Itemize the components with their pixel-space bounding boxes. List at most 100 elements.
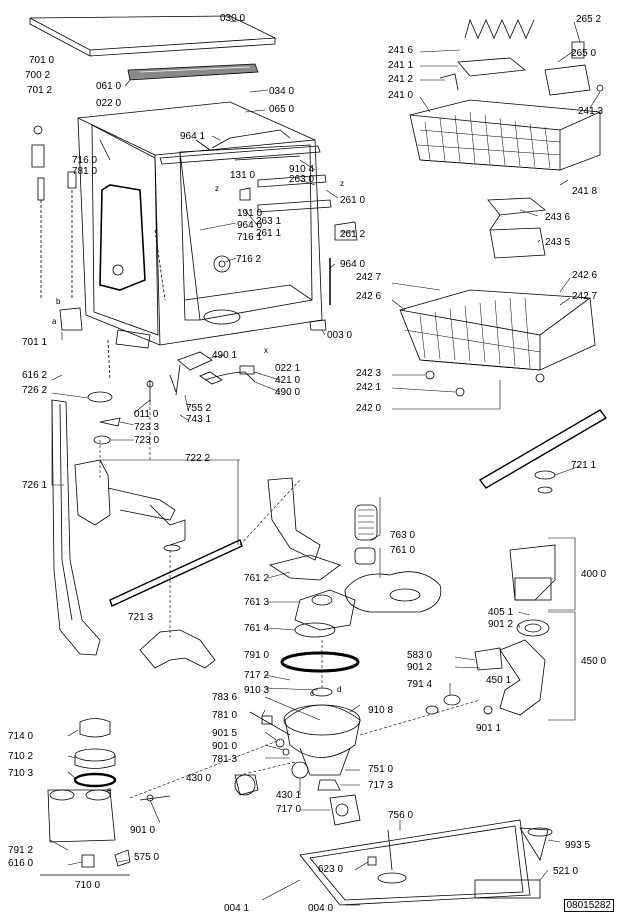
part-label-241-0: 241 0: [388, 90, 414, 101]
part-label-723-0: 723 0: [134, 435, 160, 446]
part-label-030-0: 030 0: [220, 13, 246, 24]
part-label-575-0: 575 0: [134, 852, 160, 863]
part-label-721-3: 721 3: [128, 612, 154, 623]
callout-z-1: z: [215, 184, 219, 193]
part-label-243-6: 243 6: [545, 212, 571, 223]
part-label-616-2: 616 2: [22, 370, 48, 381]
part-label-490-0: 490 0: [275, 387, 301, 398]
part-label-722-2: 722 2: [185, 453, 211, 464]
part-label-901-2-b: 901 2: [407, 662, 433, 673]
part-label-761-0: 761 0: [390, 545, 416, 556]
part-label-761-2: 761 2: [244, 573, 270, 584]
part-label-242-1: 242 1: [356, 382, 382, 393]
part-label-616-0: 616 0: [8, 858, 34, 869]
part-label-004-0: 004 0: [308, 903, 334, 914]
part-label-242-6-a: 242 6: [572, 270, 598, 281]
part-label-791-4: 791 4: [407, 679, 433, 690]
part-label-450-1: 450 1: [486, 675, 512, 686]
callout-c: c: [310, 689, 314, 698]
part-label-261-0: 261 0: [340, 195, 366, 206]
callout-d: d: [337, 685, 342, 694]
part-label-781-0-b: 781 0: [212, 710, 238, 721]
callout-z-2: z: [340, 179, 344, 188]
part-label-901-0-b: 901 0: [130, 825, 156, 836]
part-label-241-2: 241 2: [388, 74, 414, 85]
part-label-710-2: 710 2: [8, 751, 34, 762]
part-label-714-0: 714 0: [8, 731, 34, 742]
part-label-964-0-b: 964 0: [340, 259, 366, 270]
part-label-726-1: 726 1: [22, 480, 48, 491]
part-label-783-6: 783 6: [212, 692, 238, 703]
part-label-263-1: 263 1: [256, 216, 282, 227]
part-label-261-1: 261 1: [256, 228, 282, 239]
part-label-791-2: 791 2: [8, 845, 34, 856]
part-label-791-0: 791 0: [244, 650, 270, 661]
part-label-242-7-a: 242 7: [356, 272, 382, 283]
part-label-265-0: 265 0: [571, 48, 597, 59]
part-label-716-1: 716 1: [237, 232, 263, 243]
part-label-241-6: 241 6: [388, 45, 414, 56]
part-label-743-1: 743 1: [186, 414, 212, 425]
part-label-583-0: 583 0: [407, 650, 433, 661]
part-label-755-2: 755 2: [186, 403, 212, 414]
part-label-717-0: 717 0: [276, 804, 302, 815]
part-label-242-0: 242 0: [356, 403, 382, 414]
part-label-131-0: 131 0: [230, 170, 256, 181]
part-label-717-2: 717 2: [244, 670, 270, 681]
callout-x: x: [264, 346, 268, 355]
part-label-901-5: 901 5: [212, 728, 238, 739]
part-label-263-0: 263 0: [289, 174, 315, 185]
part-label-400-0: 400 0: [581, 569, 607, 580]
part-label-756-0: 756 0: [388, 810, 414, 821]
part-label-717-3: 717 3: [368, 780, 394, 791]
part-label-242-6-b: 242 6: [356, 291, 382, 302]
part-label-430-1: 430 1: [276, 790, 302, 801]
part-label-011-0: 011 0: [134, 409, 159, 420]
callout-a: a: [52, 317, 57, 326]
part-label-726-2: 726 2: [22, 385, 48, 396]
part-label-242-3: 242 3: [356, 368, 382, 379]
part-label-521-0: 521 0: [553, 866, 579, 877]
part-label-964-0-a: 964 0: [237, 220, 263, 231]
part-label-716-0: 716 0: [72, 155, 98, 166]
part-label-191-0: 191 0: [237, 208, 263, 219]
callout-e: e: [107, 786, 112, 795]
part-label-710-0: 710 0: [75, 880, 101, 891]
part-label-701-0: 701 0: [29, 55, 55, 66]
part-label-243-5: 243 5: [545, 237, 571, 248]
part-label-723-3: 723 3: [134, 422, 160, 433]
part-label-034-0: 034 0: [269, 86, 295, 97]
part-label-004-1: 004 1: [224, 903, 250, 914]
part-label-763-0: 763 0: [390, 530, 416, 541]
part-label-910-4: 910 4: [289, 164, 315, 175]
part-label-716-2: 716 2: [236, 254, 262, 265]
part-label-265-2: 265 2: [576, 14, 602, 25]
part-label-701-2: 701 2: [27, 85, 53, 96]
part-label-003-0: 003 0: [327, 330, 353, 341]
part-label-751-0: 751 0: [368, 764, 394, 775]
part-label-993-5: 993 5: [565, 840, 591, 851]
part-label-781-0: 781 0: [72, 166, 98, 177]
part-label-241-8: 241 8: [572, 186, 598, 197]
part-label-761-3: 761 3: [244, 597, 270, 608]
part-label-430-0: 430 0: [186, 773, 212, 784]
part-label-065-0: 065 0: [269, 104, 295, 115]
part-label-022-1: 022 1: [275, 363, 301, 374]
part-label-721-1: 721 1: [571, 460, 597, 471]
part-label-964-1: 964 1: [180, 131, 206, 142]
part-label-405-1: 405 1: [488, 607, 514, 618]
part-label-701-1: 701 1: [22, 337, 48, 348]
part-label-623-0: 623 0: [318, 864, 344, 875]
document-id: 08015282: [563, 899, 614, 912]
callout-b: b: [56, 297, 61, 306]
part-label-261-2: 261 2: [340, 229, 366, 240]
part-label-061-0: 061 0: [96, 81, 122, 92]
part-label-022-0: 022 0: [96, 98, 122, 109]
part-label-700-2: 700 2: [25, 70, 51, 81]
part-label-241-3: 241 3: [578, 106, 604, 117]
part-label-761-4: 761 4: [244, 623, 270, 634]
part-label-710-3: 710 3: [8, 768, 34, 779]
part-label-241-1: 241 1: [388, 60, 414, 71]
